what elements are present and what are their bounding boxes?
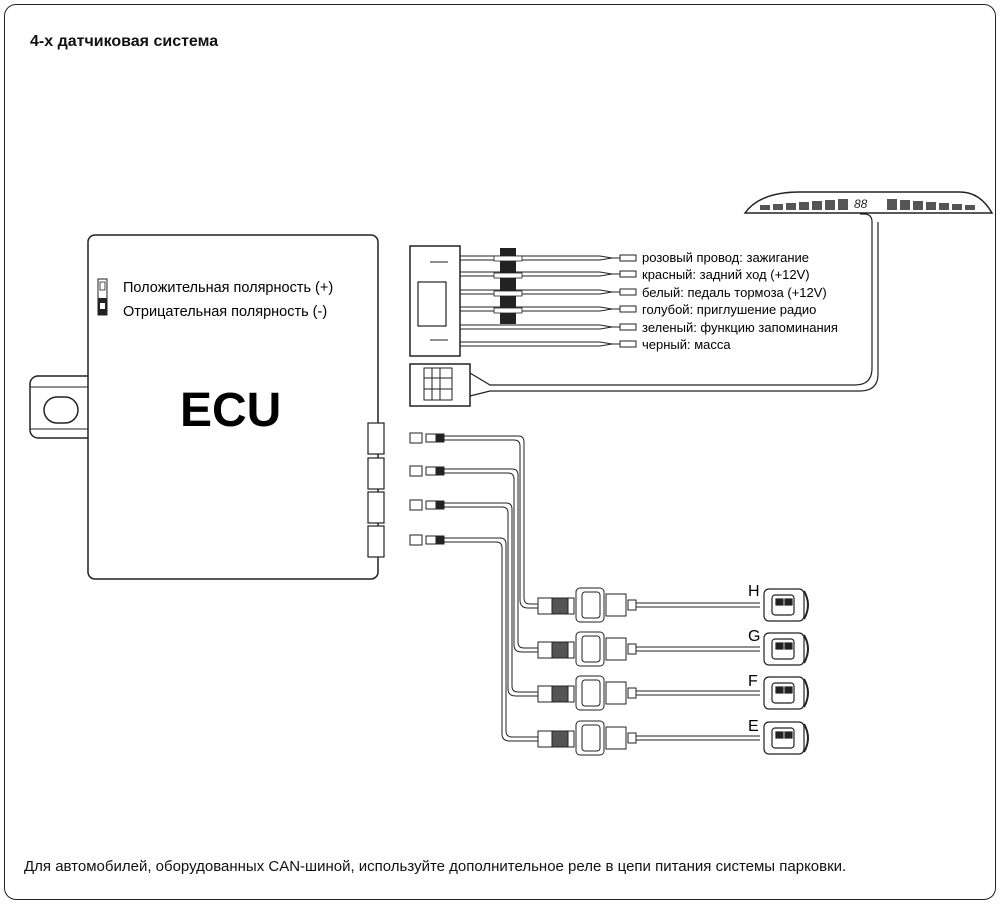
display-readout: 88: [854, 197, 868, 211]
polarity-positive-label: Положительная полярность (+): [123, 280, 333, 296]
diagram-frame: [4, 4, 996, 900]
harness-wires: [460, 254, 637, 348]
ecu-label: ECU: [180, 384, 281, 437]
sensor-label-g: G: [748, 628, 760, 645]
sensor-harness: [409, 432, 540, 742]
sensor-head: [763, 632, 809, 666]
wire-label: голубой: приглушение радио: [642, 302, 816, 317]
sensor-plug: [537, 587, 760, 623]
sensor-plug: [537, 720, 760, 756]
sensor-label-f: F: [748, 673, 758, 690]
ecu-box: [87, 234, 379, 580]
wire-label: розовый провод: зажигание: [642, 250, 809, 265]
sensor-plug: [537, 675, 760, 711]
footnote: Для автомобилей, оборудованных CAN-шиной…: [24, 858, 847, 875]
ecu-mount-tab: [29, 375, 97, 439]
cable-tie: [493, 248, 523, 324]
main-harness-connector: [409, 245, 461, 357]
sensor-label-h: H: [748, 583, 760, 600]
display-connector: [409, 213, 879, 407]
sensor-plug: [537, 631, 760, 667]
wire-label: красный: задний ход (+12V): [642, 267, 810, 282]
wire-label: белый: педаль тормоза (+12V): [642, 285, 827, 300]
sensor-label-e: E: [748, 718, 759, 735]
wire-label: черный: масса: [642, 337, 731, 352]
wire-label: зеленый: функцию запоминания: [642, 320, 838, 335]
sensor-head: [763, 721, 809, 755]
polarity-switch-icon: [97, 278, 108, 316]
sensor-assemblies: H G F E: [537, 583, 809, 756]
wire-labels: розовый провод: зажигание красный: задни…: [642, 250, 838, 352]
sensor-head: [763, 588, 809, 622]
diagram-title: 4-х датчиковая система: [30, 33, 219, 50]
ecu-sensor-ports: [367, 422, 385, 558]
display-unit: 88: [743, 191, 994, 214]
polarity-negative-label: Отрицательная полярность (-): [123, 304, 327, 320]
sensor-head: [763, 676, 809, 710]
